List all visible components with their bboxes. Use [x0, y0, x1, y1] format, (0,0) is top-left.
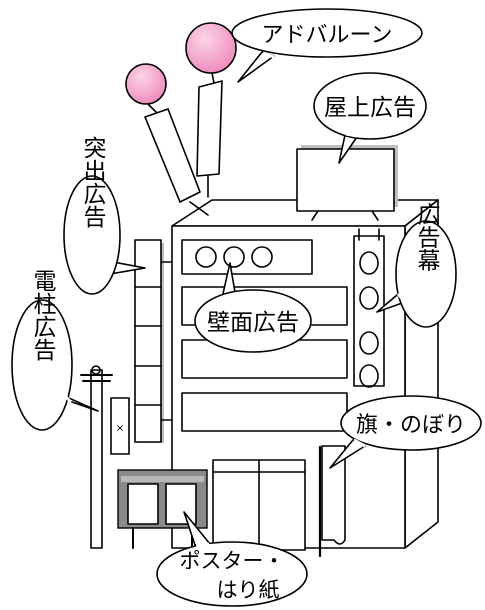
poster-board	[117, 469, 208, 549]
label-flag: 旗・のぼり	[356, 413, 466, 438]
pole-plate-mark: ×	[116, 423, 124, 434]
entrance-doors	[212, 459, 306, 551]
balloon-large	[185, 22, 237, 74]
utility-pole: ×	[80, 365, 130, 549]
label-rooftop: 屋上広告	[324, 95, 416, 121]
callout-poster: ポスター・ はり紙	[156, 511, 308, 607]
label-curtain: 広告幕	[413, 203, 441, 272]
nobori-flag	[318, 445, 346, 558]
curtain-banner	[353, 228, 385, 388]
callout-wall: 壁面広告	[194, 262, 312, 353]
callout-adballoon: アドバルーン	[231, 8, 423, 83]
callout-curtain: 広告幕	[376, 203, 457, 328]
label-projecting: 突出広告	[79, 136, 107, 228]
balloon-streamer-small	[144, 108, 201, 203]
callout-flag: 旗・のぼり	[329, 395, 482, 469]
rooftop-billboard	[296, 145, 398, 221]
callout-pole: 電柱広告	[11, 269, 99, 431]
callout-projecting: 突出広告	[63, 136, 146, 295]
projecting-sign	[134, 239, 173, 443]
ad-balloons	[125, 22, 237, 216]
wall-panel-top	[181, 239, 313, 275]
callout-rooftop: 屋上広告	[313, 72, 427, 164]
label-poster-line1: ポスター・	[180, 549, 285, 573]
label-wall: 壁面広告	[207, 310, 299, 336]
label-adballoon: アドバルーン	[262, 23, 393, 48]
label-poster-line2: はり紙	[217, 578, 280, 602]
balloon-small	[125, 63, 167, 105]
label-pole: 電柱広告	[29, 269, 57, 361]
balloon-streamer-large	[196, 80, 223, 177]
pole-sign-plate	[110, 397, 130, 455]
